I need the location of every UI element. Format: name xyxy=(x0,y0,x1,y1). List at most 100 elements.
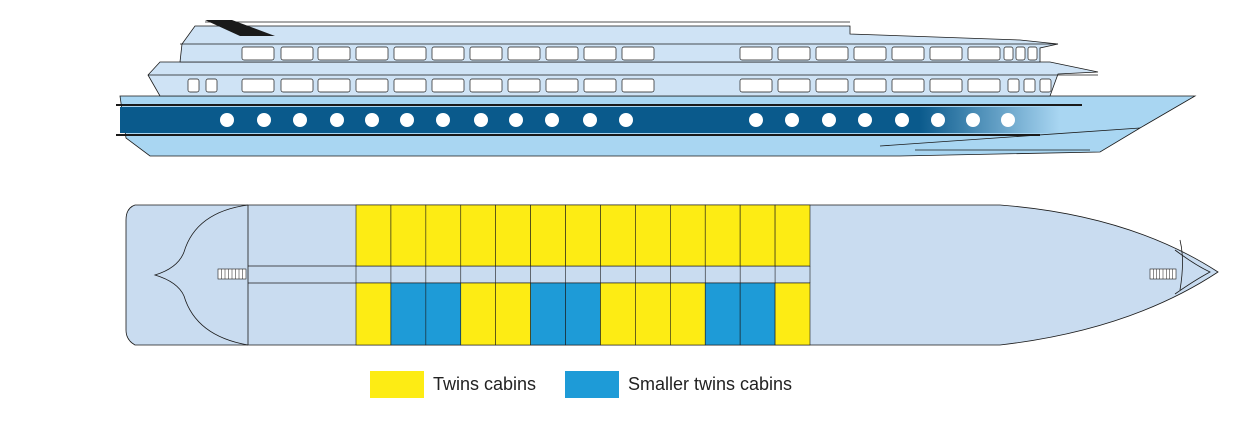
cabin-starboard-4 xyxy=(460,282,496,346)
cabin-port-2 xyxy=(390,204,427,267)
window xyxy=(815,46,849,61)
window xyxy=(280,46,314,61)
legend-swatch-twins xyxy=(370,371,424,398)
window xyxy=(507,78,541,93)
sun-deck xyxy=(205,20,275,36)
window xyxy=(621,46,655,61)
window xyxy=(929,78,963,93)
window xyxy=(280,78,314,93)
stern-stairs xyxy=(217,268,247,280)
window xyxy=(967,78,1001,93)
window xyxy=(469,78,503,93)
porthole xyxy=(966,113,980,127)
window xyxy=(777,78,811,93)
porthole xyxy=(436,113,450,127)
cabin-port-6 xyxy=(530,204,566,267)
porthole xyxy=(895,113,909,127)
window xyxy=(187,78,200,93)
ship-side-view xyxy=(116,20,1197,157)
porthole xyxy=(749,113,763,127)
window xyxy=(1039,78,1052,93)
window xyxy=(891,46,925,61)
ship-deck-plan xyxy=(125,204,1219,346)
cabin-port-9 xyxy=(635,204,671,267)
porthole xyxy=(257,113,271,127)
side-windows xyxy=(187,46,1052,93)
cabins xyxy=(355,204,811,346)
cabin-starboard-1 xyxy=(355,282,392,346)
window xyxy=(853,46,887,61)
window xyxy=(469,46,503,61)
window xyxy=(545,46,579,61)
cabin-starboard-10 xyxy=(670,282,706,346)
window xyxy=(621,78,655,93)
legend-item-smaller-twins: Smaller twins cabins xyxy=(565,371,792,398)
window xyxy=(739,46,773,61)
window xyxy=(853,78,887,93)
legend-label-twins: Twins cabins xyxy=(433,374,537,394)
porthole xyxy=(474,113,488,127)
cabin-starboard-9 xyxy=(635,282,671,346)
porthole xyxy=(619,113,633,127)
window xyxy=(317,46,351,61)
cabin-port-4 xyxy=(460,204,496,267)
window xyxy=(431,46,465,61)
porthole xyxy=(400,113,414,127)
legend-swatch-smaller-twins xyxy=(565,371,619,398)
cabin-starboard-2 xyxy=(390,282,427,346)
cabin-port-10 xyxy=(670,204,706,267)
cabin-port-1 xyxy=(355,204,392,267)
cabin-port-8 xyxy=(600,204,636,267)
cabin-starboard-8 xyxy=(600,282,636,346)
porthole xyxy=(330,113,344,127)
cabin-starboard-5 xyxy=(495,282,531,346)
cabin-starboard-13 xyxy=(774,282,811,346)
cabin-starboard-11 xyxy=(704,282,741,346)
window xyxy=(891,78,925,93)
cabin-starboard-6 xyxy=(530,282,566,346)
stern-curve xyxy=(153,204,249,346)
porthole xyxy=(293,113,307,127)
porthole xyxy=(785,113,799,127)
porthole xyxy=(931,113,945,127)
bow-stairs xyxy=(1149,268,1177,280)
porthole xyxy=(822,113,836,127)
window xyxy=(1023,78,1036,93)
porthole xyxy=(1001,113,1015,127)
window xyxy=(583,78,617,93)
window xyxy=(393,78,427,93)
cabin-port-5 xyxy=(495,204,531,267)
window xyxy=(205,78,218,93)
window xyxy=(317,78,351,93)
window xyxy=(739,78,773,93)
porthole xyxy=(583,113,597,127)
porthole xyxy=(220,113,234,127)
window xyxy=(1007,78,1020,93)
window xyxy=(431,78,465,93)
cabin-port-7 xyxy=(565,204,601,267)
porthole xyxy=(365,113,379,127)
window xyxy=(545,78,579,93)
bow-line xyxy=(879,127,1141,147)
cabin-port-13 xyxy=(774,204,811,267)
window xyxy=(583,46,617,61)
window xyxy=(967,46,1001,61)
cabin-port-3 xyxy=(425,204,462,267)
window xyxy=(241,78,275,93)
window xyxy=(241,46,275,61)
bow-point xyxy=(1174,249,1211,295)
cabin-starboard-7 xyxy=(565,282,601,346)
window xyxy=(355,78,389,93)
legend-label-smaller-twins: Smaller twins cabins xyxy=(628,374,793,394)
window xyxy=(1015,46,1026,61)
window xyxy=(507,46,541,61)
window xyxy=(1003,46,1014,61)
bow-inner xyxy=(1179,239,1183,291)
window xyxy=(1027,46,1038,61)
window xyxy=(393,46,427,61)
window xyxy=(929,46,963,61)
cabin-port-12 xyxy=(739,204,776,267)
cabin-port-11 xyxy=(704,204,741,267)
window xyxy=(777,46,811,61)
